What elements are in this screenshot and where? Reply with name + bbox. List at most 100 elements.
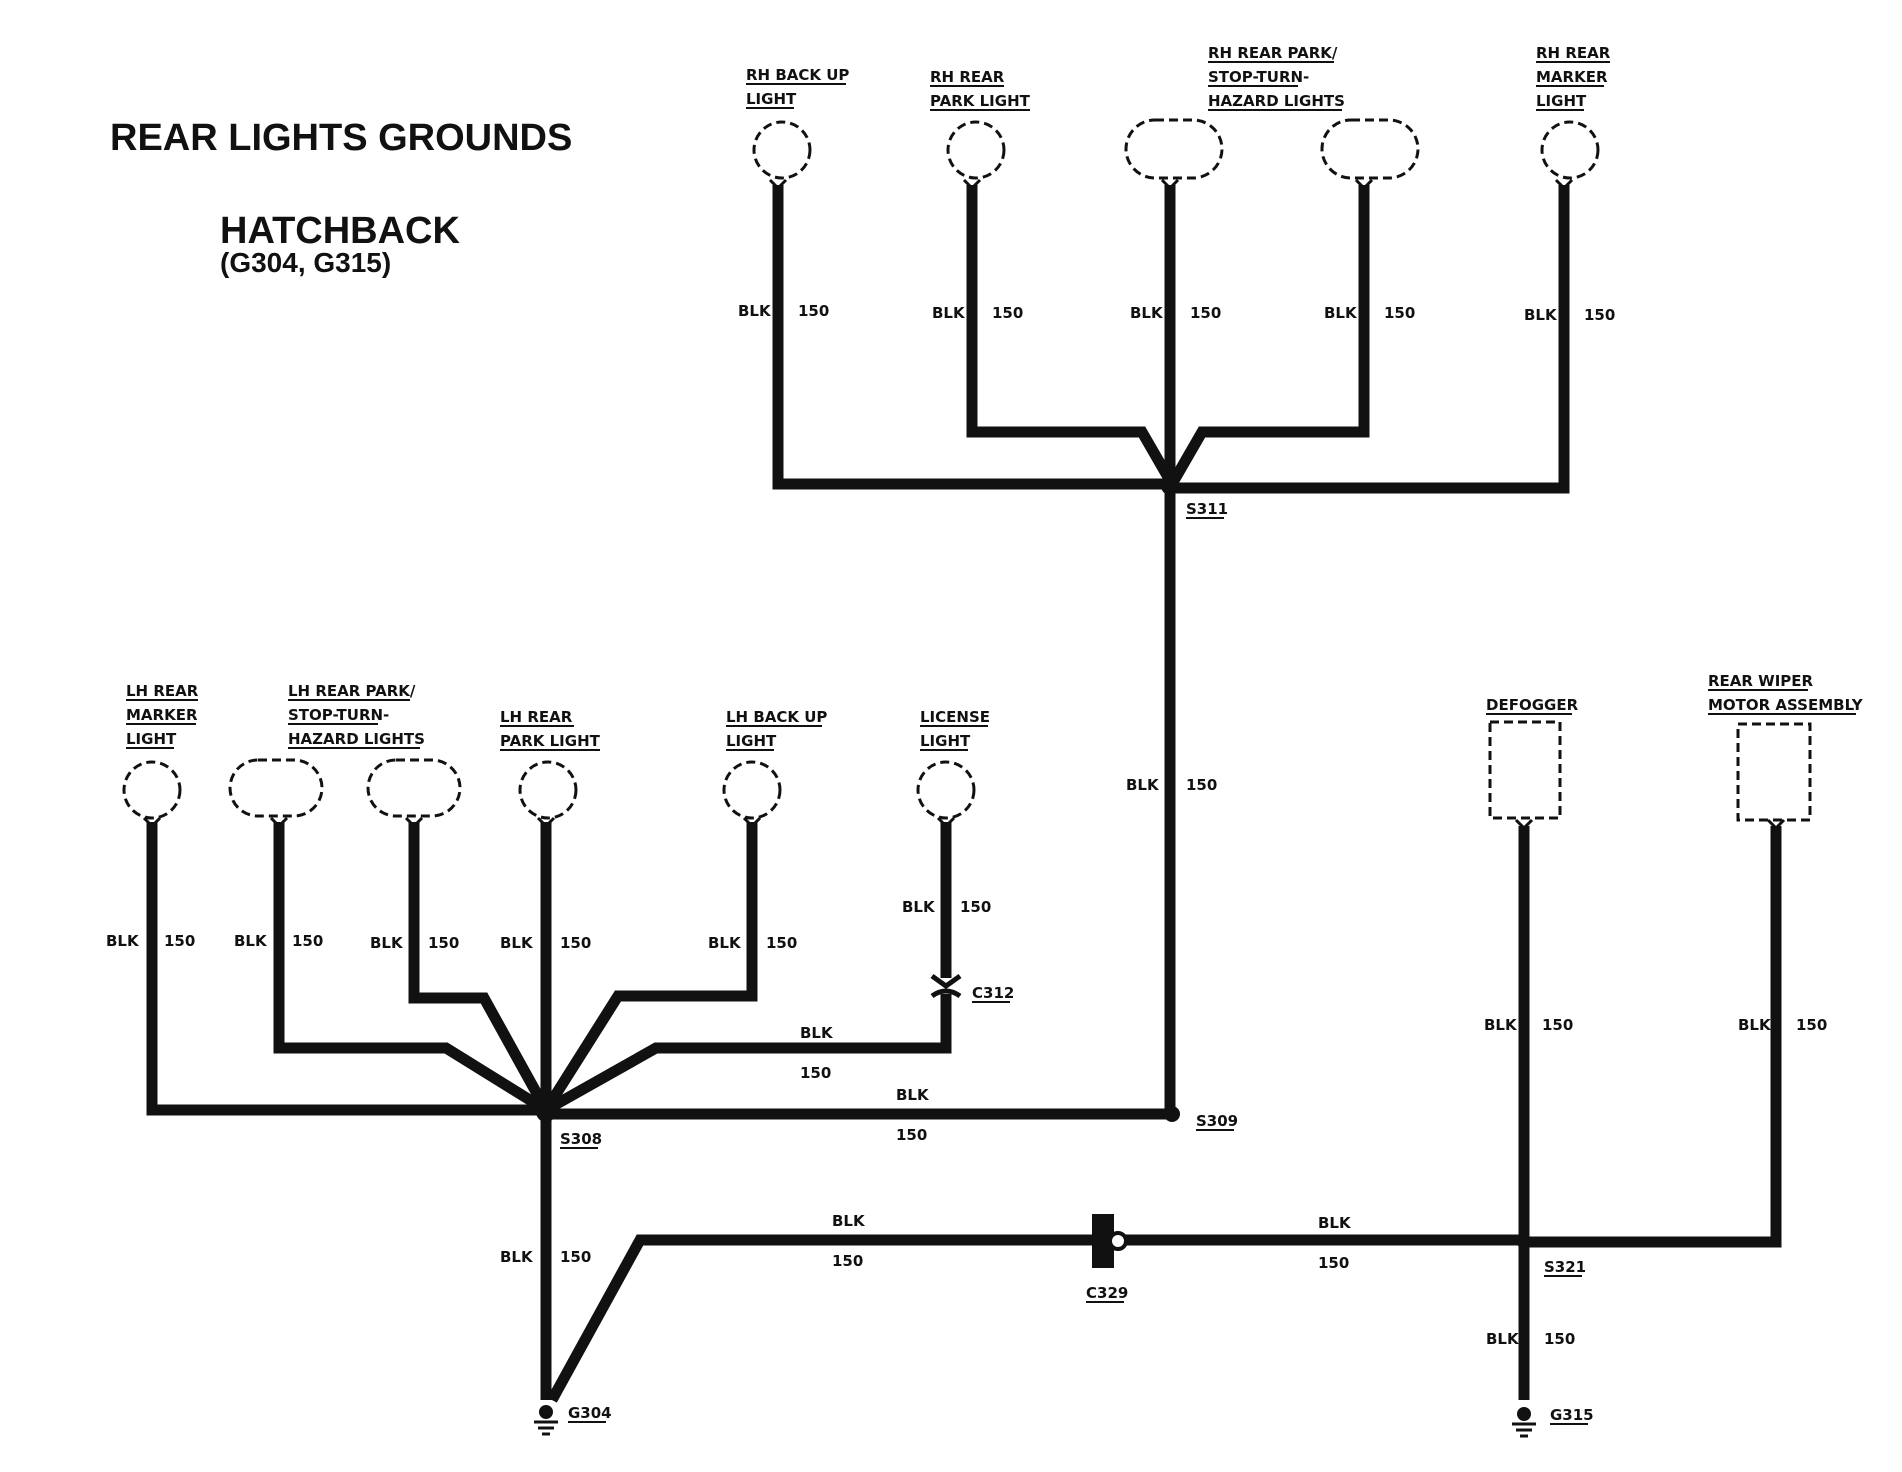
- ground-g315-label: G315: [1550, 1406, 1594, 1424]
- wire-lh-marker: [146, 822, 546, 1116]
- wire-gauge-label: 150: [1542, 1016, 1573, 1034]
- caption-rh-marker-3: LIGHT: [1536, 92, 1587, 110]
- splice-s309-label: S309: [1196, 1112, 1238, 1130]
- ground-g304-label: G304: [568, 1404, 612, 1422]
- lh-park-stop-light-a: [228, 758, 324, 818]
- ground-g315-icon: [1512, 1407, 1536, 1438]
- lh-park-stop-light-b: [366, 758, 462, 818]
- ids: S311 S308 S309 S321 C312 C329 G304 G315: [560, 500, 1594, 1425]
- connector-c329: [1092, 1214, 1128, 1268]
- caption-lh-marker-1: LH REAR: [126, 682, 199, 700]
- caption-lh-backup-2: LIGHT: [726, 732, 777, 750]
- caption-rear-wiper-1: REAR WIPER: [1708, 672, 1814, 690]
- wire-gauge-label: 150: [560, 934, 591, 952]
- components: [122, 118, 1812, 822]
- ground-g304-icon: [534, 1405, 558, 1436]
- caption-lh-marker-2: MARKER: [126, 706, 198, 724]
- wire-color-label: BLK: [500, 934, 534, 952]
- splice-s311-node: [1161, 477, 1179, 495]
- caption-rh-marker-1: RH REAR: [1536, 44, 1611, 62]
- caption-lh-rear-park-1: LH REAR: [500, 708, 573, 726]
- wire-color-label: BLK: [1486, 1330, 1520, 1348]
- caption-lh-park-stop-1: LH REAR PARK/: [288, 682, 416, 700]
- terminal-icon: [1354, 178, 1374, 191]
- terminal-icon: [1766, 818, 1786, 831]
- connector-male-icon: [930, 973, 962, 990]
- captions: RH BACK UP LIGHT RH REAR PARK LIGHT RH R…: [126, 44, 1864, 751]
- caption-lh-marker-3: LIGHT: [126, 730, 177, 748]
- connector-c329-label: C329: [1086, 1284, 1128, 1302]
- wire-gauge-label: 150: [800, 1064, 831, 1082]
- wire-lh-park-stop-a: [273, 822, 549, 1115]
- wire-color-label: BLK: [832, 1212, 866, 1230]
- wire-wiper-s321: [1524, 826, 1782, 1248]
- wire-gauge-label: 150: [1190, 304, 1221, 322]
- connector-female-icon: [930, 988, 962, 999]
- caption-rh-park-stop-2: STOP-TURN-: [1208, 68, 1309, 86]
- connector-c312: [930, 973, 962, 999]
- lh-backup-bulb: [722, 760, 782, 820]
- wire-rh-backup: [772, 185, 1172, 490]
- caption-lh-park-stop-3: HAZARD LIGHTS: [288, 730, 425, 748]
- wire-color-label: BLK: [1524, 306, 1558, 324]
- diagram-title: REAR LIGHTS GROUNDS: [110, 117, 572, 159]
- caption-rh-backup-2: LIGHT: [746, 90, 797, 108]
- caption-lh-park-stop-2: STOP-TURN-: [288, 706, 389, 724]
- wire-color-label: BLK: [902, 898, 936, 916]
- wire-color-label: BLK: [896, 1086, 930, 1104]
- connector-c329-body: [1092, 1214, 1114, 1268]
- caption-rh-park-stop-3: HAZARD LIGHTS: [1208, 92, 1345, 110]
- wire-color-label: BLK: [1130, 304, 1164, 322]
- caption-lh-rear-park-2: PARK LIGHT: [500, 732, 601, 750]
- caption-license-1: LICENSE: [920, 708, 990, 726]
- caption-rh-park-stop-1: RH REAR PARK/: [1208, 44, 1338, 62]
- wire-color-label: BLK: [500, 1248, 534, 1266]
- terminal-icon: [742, 816, 762, 829]
- rh-rear-park-light-bulb: [946, 120, 1006, 180]
- wire-color-label: BLK: [1318, 1214, 1352, 1232]
- caption-rh-marker-2: MARKER: [1536, 68, 1608, 86]
- rh-rear-marker-bulb: [1540, 120, 1600, 180]
- wire-color-label: BLK: [1126, 776, 1160, 794]
- diagram-subtitle: HATCHBACK: [220, 210, 460, 252]
- wire-gauge-label: 150: [766, 934, 797, 952]
- wire-color-label: BLK: [370, 934, 404, 952]
- wire-gauge-label: 150: [832, 1252, 863, 1270]
- splice-s321-label: S321: [1544, 1258, 1586, 1276]
- terminal-icon: [536, 816, 556, 829]
- terminal-icon: [1160, 178, 1180, 191]
- rh-backup-light-bulb: [752, 120, 812, 180]
- diagram-subtitle-grounds: (G304, G315): [220, 247, 391, 278]
- terminal-icon: [936, 816, 956, 829]
- wire-rh-rear-park: [966, 185, 1177, 487]
- wire-color-label: BLK: [800, 1024, 834, 1042]
- wire-gauge-label: 150: [896, 1126, 927, 1144]
- wire-color-label: BLK: [738, 302, 772, 320]
- caption-lh-backup-1: LH BACK UP: [726, 708, 827, 726]
- connector-c312-label: C312: [972, 984, 1014, 1002]
- terminal-icon: [962, 178, 982, 191]
- caption-rh-rear-park-1: RH REAR: [930, 68, 1005, 86]
- terminals: [142, 178, 1786, 831]
- caption-license-2: LIGHT: [920, 732, 971, 750]
- wire-color-label: BLK: [106, 932, 140, 950]
- rear-wiper-box: [1736, 722, 1812, 822]
- splice-s321-node: [1517, 1235, 1531, 1249]
- splice-s308-label: S308: [560, 1130, 602, 1148]
- splice-s311-label: S311: [1186, 500, 1228, 518]
- lh-rear-marker-bulb: [122, 760, 182, 820]
- wire-gauge-label: 150: [1318, 1254, 1349, 1272]
- wire-gauge-label: 150: [1584, 306, 1615, 324]
- rh-park-stop-light-b: [1320, 118, 1420, 180]
- wire-gauge-label: 150: [560, 1248, 591, 1266]
- wire-lh-backup: [541, 822, 758, 1113]
- wire-rh-marker: [1172, 185, 1570, 494]
- wire-gauge-label: 150: [1384, 304, 1415, 322]
- wire-gauge-label: 150: [1186, 776, 1217, 794]
- wire-g304-c329: [547, 1234, 1094, 1403]
- rh-park-stop-light-a: [1124, 118, 1224, 180]
- wire-color-label: BLK: [234, 932, 268, 950]
- terminal-icon: [1514, 818, 1534, 831]
- wire-gauge-label: 150: [292, 932, 323, 950]
- wires: [146, 185, 1782, 1403]
